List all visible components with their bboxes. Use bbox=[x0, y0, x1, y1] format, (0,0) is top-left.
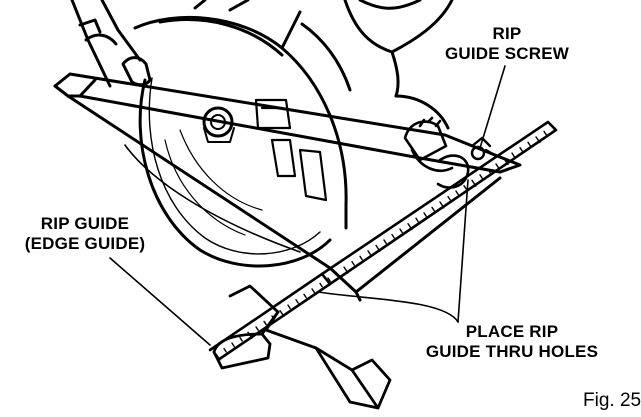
rip-guide-label: RIP GUIDE (EDGE GUIDE) bbox=[0, 214, 170, 254]
rip-guide-foot bbox=[212, 284, 392, 410]
ruler-tick bbox=[455, 190, 459, 196]
ruler-tick bbox=[479, 174, 483, 179]
ruler-tick bbox=[367, 250, 371, 255]
saw-handle bbox=[70, 0, 152, 88]
ruler-tick bbox=[287, 304, 291, 310]
ruler-tick bbox=[415, 217, 419, 223]
rip-guide-screw-label-line-1: RIP bbox=[492, 24, 522, 43]
rip-guide-label-line-1: RIP GUIDE bbox=[40, 214, 130, 233]
ruler-tick bbox=[391, 233, 395, 239]
ruler-tick bbox=[551, 125, 555, 131]
arbor-nut bbox=[202, 106, 235, 143]
ruler-tick bbox=[495, 163, 499, 169]
ruler-tick bbox=[231, 342, 235, 348]
base-plate bbox=[53, 72, 522, 302]
ruler-tick bbox=[223, 347, 227, 353]
ruler-tick bbox=[503, 157, 509, 166]
figure-caption: Fig. 25 bbox=[583, 390, 641, 411]
ruler-tick bbox=[543, 130, 547, 136]
ruler-tick bbox=[399, 228, 403, 234]
ruler-tick bbox=[407, 222, 413, 231]
upper-blade-guard bbox=[133, 0, 352, 230]
ruler-tick bbox=[335, 271, 339, 277]
rip-guide-screw-label: RIP GUIDE SCREW bbox=[432, 24, 582, 64]
ruler-tick bbox=[359, 255, 363, 261]
place-rip-guide-label-line-1: PLACE RIP bbox=[465, 322, 559, 341]
ruler-tick bbox=[471, 179, 477, 187]
ruler-tick bbox=[311, 288, 317, 296]
ruler-tick bbox=[319, 282, 323, 288]
bevel-adjust-knob bbox=[403, 116, 470, 189]
ruler-tick bbox=[447, 195, 451, 201]
ruler-tick bbox=[375, 244, 381, 252]
ruler-tick bbox=[343, 266, 349, 274]
ruler-tick bbox=[327, 277, 331, 282]
ruler-tick bbox=[423, 212, 427, 217]
leader-lines bbox=[109, 65, 506, 346]
rip-guide-screw bbox=[470, 136, 498, 161]
ruler-tick bbox=[239, 337, 243, 342]
motor-housing bbox=[343, 0, 454, 130]
ruler-tick bbox=[511, 152, 515, 158]
ruler-tick bbox=[279, 309, 285, 318]
rip-guide-label-line-2: (EDGE GUIDE) bbox=[24, 234, 146, 253]
ruler-tick bbox=[383, 239, 387, 245]
ruler-tick bbox=[439, 201, 445, 209]
ruler-tick bbox=[351, 261, 355, 266]
ruler-tick bbox=[527, 141, 531, 147]
place-rip-guide-label-line-2: GUIDE THRU HOLES bbox=[425, 342, 599, 361]
ruler-tick bbox=[263, 320, 267, 326]
ruler-tick bbox=[295, 299, 299, 304]
saw-blade bbox=[138, 77, 332, 268]
ruler-tick bbox=[487, 168, 491, 174]
ruler-tick bbox=[463, 184, 467, 190]
ruler-tick bbox=[303, 293, 307, 299]
rip-guide-screw-label-line-2: GUIDE SCREW bbox=[444, 44, 570, 63]
ruler-tick bbox=[431, 206, 435, 212]
ruler-tick bbox=[519, 146, 523, 152]
ruler-tick bbox=[535, 136, 541, 144]
ruler-tick bbox=[255, 326, 259, 331]
circular-saw-illustration bbox=[53, 0, 558, 410]
place-rip-guide-label: PLACE RIP GUIDE THRU HOLES bbox=[417, 322, 607, 362]
